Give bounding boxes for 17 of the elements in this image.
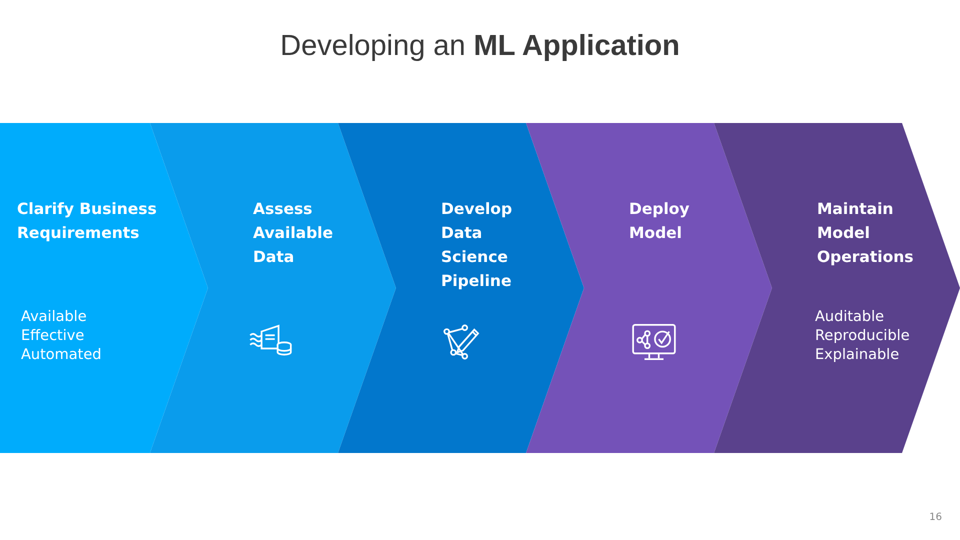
step-heading: Maintain Model Operations (817, 199, 915, 268)
chevron-step (0, 123, 208, 453)
step-quality: Explainable (815, 346, 900, 365)
step-heading: Clarify Business Requirements (17, 199, 158, 244)
chevron-step (338, 123, 584, 453)
step-heading: Develop Data Science Pipeline (441, 199, 514, 292)
step-quality: Available (21, 308, 87, 327)
step-heading: Assess Available Data (253, 199, 334, 268)
chevron-step (714, 123, 960, 453)
chevron-step (526, 123, 772, 453)
step-quality: Effective (21, 327, 84, 346)
step-quality: Auditable (815, 308, 884, 327)
page-number: 16 (929, 512, 942, 523)
title: Developing an ML Application (279, 30, 681, 63)
step-heading: Deploy Model (629, 199, 691, 244)
step-quality: Reproducible (815, 327, 910, 346)
step-quality: Automated (21, 346, 102, 365)
